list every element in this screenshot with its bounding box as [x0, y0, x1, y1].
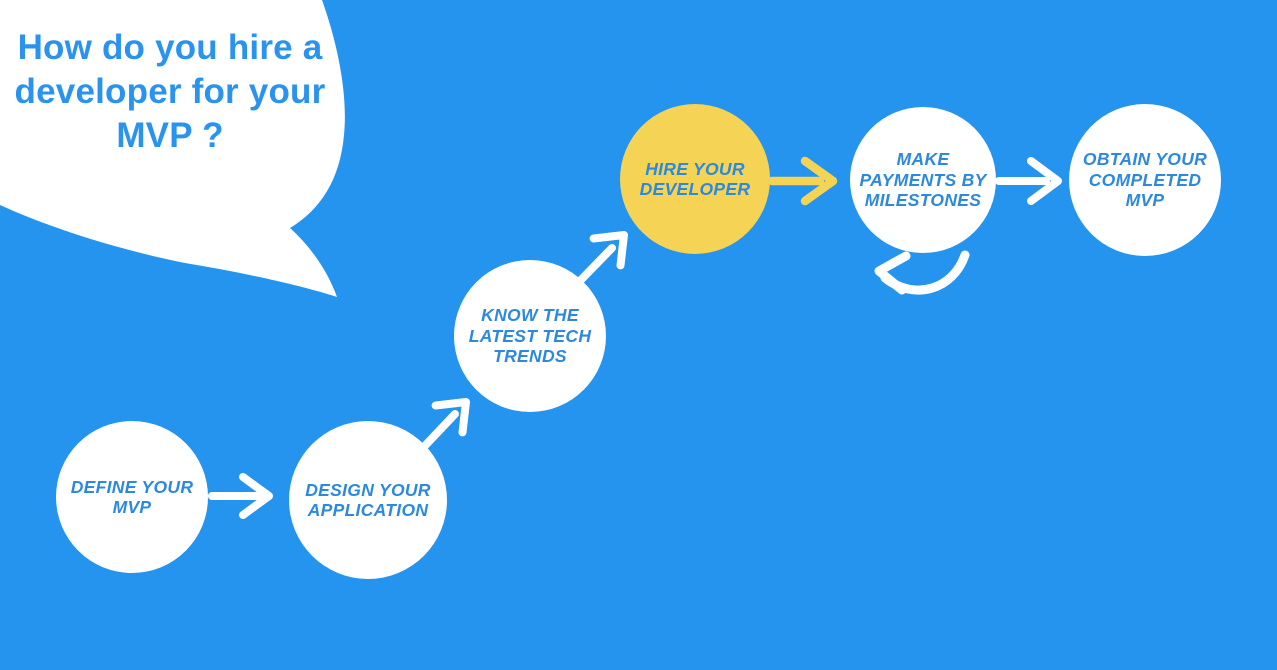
step-circle-payments-milestones: MAKE PAYMENTS BY MILESTONES: [850, 107, 996, 253]
bubble-title: How do you hire a developer for your MVP…: [14, 28, 326, 155]
speech-bubble: [0, 0, 345, 297]
step-label: DEFINE YOUR MVP: [70, 476, 194, 518]
step-label: HIRE YOUR DEVELOPER: [639, 158, 751, 200]
step-circle-obtain-mvp: OBTAIN YOUR COMPLETED MVP: [1069, 104, 1221, 256]
step-circle-define-mvp: DEFINE YOUR MVP: [56, 421, 208, 573]
step-label: OBTAIN YOUR COMPLETED MVP: [1082, 149, 1208, 211]
step-label: KNOW THE LATEST TECH TRENDS: [468, 305, 592, 367]
loop-arrow-icon: [874, 250, 970, 295]
arrow-design-to-trends-icon: [416, 398, 470, 455]
step-circle-design-application: DESIGN YOUR APPLICATION: [289, 421, 447, 579]
step-circle-hire-developer: HIRE YOUR DEVELOPER: [620, 104, 770, 254]
step-label: DESIGN YOUR APPLICATION: [305, 479, 431, 521]
step-circle-know-tech-trends: KNOW THE LATEST TECH TRENDS: [454, 260, 606, 412]
arrow-payments-to-obtain-icon: [995, 157, 1062, 205]
arrow-hire-to-payments-icon: [767, 156, 838, 206]
arrow-define-to-design-icon: [208, 473, 273, 519]
step-label: MAKE PAYMENTS BY MILESTONES: [859, 149, 987, 211]
